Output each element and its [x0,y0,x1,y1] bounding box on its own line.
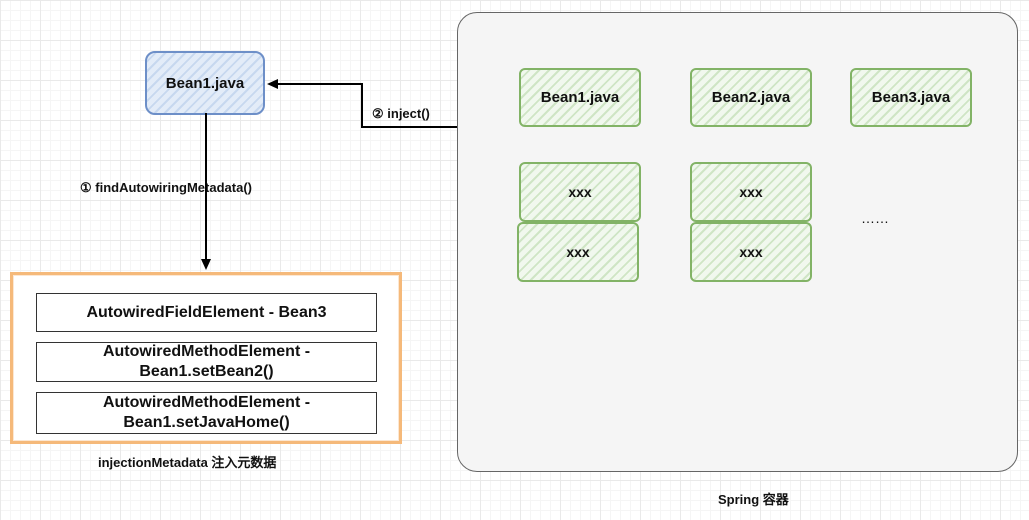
metadata-row-text: AutowiredMethodElement - Bean1.setBean2(… [102,343,311,380]
metadata-row-method-setjavahome: AutowiredMethodElement - Bean1.setJavaHo… [36,392,377,434]
container-cell: xxx [690,222,812,282]
container-bean1-box: Bean1.java [519,68,641,127]
container-bean2-box: Bean2.java [690,68,812,127]
bean1-class-label: Bean1.java [165,74,245,92]
container-bean3-label: Bean3.java [871,89,951,106]
find-metadata-arrowhead [201,259,211,270]
inject-arrow [276,83,457,128]
find-autowiring-metadata-label: ① findAutowiringMetadata() [80,180,252,195]
container-cell: xxx [519,162,641,222]
metadata-row-method-setbean2: AutowiredMethodElement - Bean1.setBean2(… [36,342,377,382]
container-bean3-box: Bean3.java [850,68,972,127]
container-ellipsis: …… [861,210,889,226]
metadata-row-text: AutowiredFieldElement - Bean3 [86,303,327,321]
container-bean1-label: Bean1.java [540,89,620,106]
container-cell-label: xxx [566,244,590,260]
container-bean2-label: Bean2.java [711,89,791,106]
container-cell: xxx [517,222,639,282]
inject-arrowhead [267,79,278,89]
spring-container-caption: Spring 容器 [718,492,789,507]
container-cell-label: xxx [739,184,763,200]
metadata-row-text: AutowiredMethodElement - Bean1.setJavaHo… [102,394,311,431]
injection-metadata-caption: injectionMetadata 注入元数据 [98,455,277,470]
metadata-row-field-bean3: AutowiredFieldElement - Bean3 [36,293,377,332]
container-cell-label: xxx [568,184,592,200]
container-cell: xxx [690,162,812,222]
inject-label: ② inject() [372,106,430,121]
container-cell-label: xxx [739,244,763,260]
bean1-class-box: Bean1.java [145,51,265,115]
